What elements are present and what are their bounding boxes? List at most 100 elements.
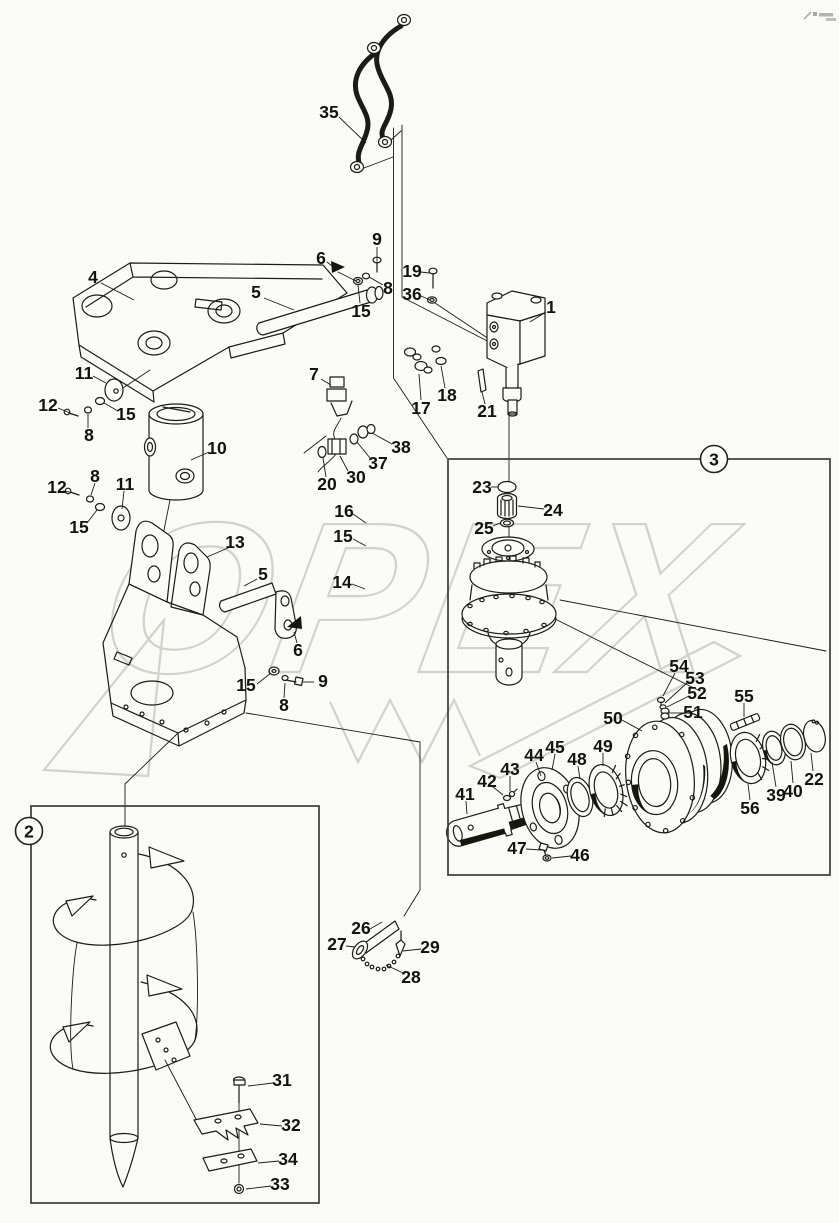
callout-leader-15	[357, 284, 361, 304]
bush-cluster-upper	[63, 369, 151, 417]
callout-label-28: 28	[401, 967, 421, 987]
callout-label-10: 10	[207, 438, 227, 458]
callout-label-43: 43	[500, 759, 520, 779]
tooth-plate-hardware	[193, 1076, 259, 1195]
auger	[49, 825, 198, 1188]
callout-leader-48	[577, 765, 581, 780]
direction-arrow	[331, 261, 345, 273]
auger-detail-box-outline	[30, 805, 320, 1204]
watermark-zigzag	[329, 697, 481, 765]
gearbox-detail-box-outline	[447, 458, 831, 876]
callout-label-22: 22	[804, 769, 824, 789]
detail-badge-label-3: 3	[709, 450, 719, 470]
callout-label-53: 53	[685, 668, 705, 688]
callout-label-33: 33	[270, 1174, 290, 1194]
callout-leader-8	[90, 482, 96, 496]
callout-label-6: 6	[316, 248, 326, 268]
hydraulic-motor	[477, 290, 546, 417]
callout-label-31: 31	[272, 1070, 292, 1090]
detail-badge-label-2: 2	[24, 822, 34, 842]
callout-leader-11	[92, 375, 107, 384]
mount-frame	[102, 520, 247, 747]
callout-leader-24	[517, 505, 545, 510]
callout-label-12: 12	[38, 395, 58, 415]
shaft-key	[477, 368, 487, 393]
bearing-flange	[520, 767, 580, 862]
callout-label-56: 56	[740, 798, 760, 818]
callout-label-20: 20	[317, 474, 337, 494]
bearing-housing	[624, 708, 733, 834]
callout-label-34: 34	[278, 1149, 298, 1169]
swivel-tube	[143, 403, 204, 541]
bolt-19-seal-36	[426, 267, 438, 304]
callout-leader-47	[525, 848, 542, 851]
callout-label-4: 4	[88, 267, 98, 287]
callout-label-32: 32	[281, 1115, 301, 1135]
callout-label-50: 50	[603, 708, 623, 728]
callout-label-12: 12	[47, 477, 67, 497]
callout-label-19: 19	[402, 261, 422, 281]
detail-badge-circle-2	[14, 816, 44, 846]
callout-leader-56	[747, 783, 751, 801]
callout-label-14: 14	[332, 572, 352, 592]
callout-label-24: 24	[543, 500, 563, 520]
callout-leader-5	[243, 578, 258, 587]
callout-label-13: 13	[225, 532, 245, 552]
callout-leader-18	[440, 365, 446, 389]
callout-label-15: 15	[69, 517, 89, 537]
callout-leader-41	[465, 800, 468, 815]
callout-label-45: 45	[545, 737, 565, 757]
callout-label-8: 8	[84, 425, 94, 445]
callout-leader-11	[121, 490, 125, 510]
motor-fittings	[403, 345, 447, 374]
callout-label-15: 15	[351, 301, 371, 321]
callout-label-5: 5	[251, 282, 261, 302]
callout-leader-22	[810, 752, 814, 772]
callout-leader-12	[57, 407, 71, 414]
callout-label-41: 41	[455, 784, 475, 804]
callout-leader-52	[666, 695, 690, 708]
callout-label-25: 25	[474, 518, 494, 538]
callout-label-52: 52	[687, 683, 707, 703]
callout-label-40: 40	[783, 781, 803, 801]
scan-artifact	[803, 11, 836, 21]
callout-leader-30	[339, 455, 349, 472]
callout-label-48: 48	[567, 749, 587, 769]
callout-label-15: 15	[236, 675, 256, 695]
callout-label-8: 8	[90, 466, 100, 486]
callout-leader-17	[418, 373, 422, 401]
callout-label-38: 38	[391, 437, 411, 457]
callout-label-18: 18	[437, 385, 457, 405]
callout-leader-14	[351, 583, 366, 590]
callout-leader-8	[283, 682, 286, 699]
bearing-seal-stack	[729, 719, 826, 785]
callout-leader-25	[492, 522, 501, 527]
callout-leader-29	[402, 948, 422, 952]
callout-leader-50	[621, 719, 643, 732]
callout-leader-28	[385, 964, 404, 974]
watermark-swoosh	[467, 640, 743, 780]
callout-leader-34	[257, 1160, 280, 1164]
callout-label-35: 35	[319, 102, 339, 122]
callout-label-17: 17	[411, 398, 430, 418]
top-fastener-set	[331, 256, 382, 286]
callout-leader-44	[535, 761, 542, 777]
callout-leader-54	[662, 672, 676, 697]
callout-label-9: 9	[318, 671, 328, 691]
callout-leader-13	[206, 547, 229, 558]
spacer-and-bearing	[566, 764, 628, 818]
callout-label-42: 42	[477, 771, 497, 791]
callout-leader-46	[551, 855, 572, 859]
callout-leader-15	[256, 672, 272, 685]
callout-label-8: 8	[383, 278, 393, 298]
hydraulic-hoses	[349, 13, 412, 174]
callout-leader-12	[62, 490, 70, 493]
housing-fasteners	[656, 696, 761, 731]
watermark-triangle	[41, 616, 166, 778]
callout-label-5: 5	[258, 564, 268, 584]
pivot-pin-lower	[219, 582, 304, 687]
callout-label-15: 15	[333, 526, 353, 546]
